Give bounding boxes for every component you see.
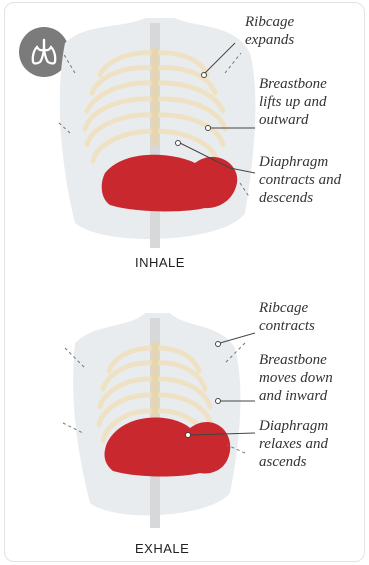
exhale-caption: EXHALE [135,541,189,556]
inhale-ribcage-label: Ribcage expands [245,13,294,49]
exhale-breastbone-label: Breastbone moves down and inward [259,351,333,405]
diaphragm [105,418,231,477]
diaphragm [102,155,238,212]
inhale-illustration [45,13,265,253]
exhale-illustration [45,303,265,533]
inhale-diaphragm-label: Diaphragm contracts and descends [259,153,341,207]
inhale-breastbone-label: Breastbone lifts up and outward [259,75,327,129]
exhale-diaphragm-label: Diaphragm relaxes and ascends [259,417,328,471]
inhale-caption: INHALE [135,255,185,270]
exhale-ribcage-label: Ribcage contracts [259,299,315,335]
breathing-diagram-card: Ribcage expands Breastbone lifts up and … [4,2,365,562]
